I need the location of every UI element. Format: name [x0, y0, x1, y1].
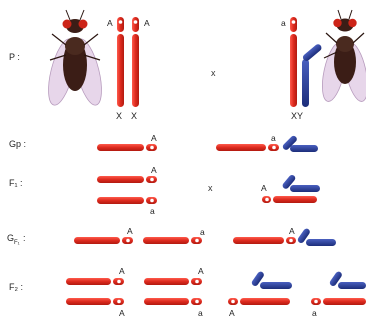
- fruit-fly-male-icon: [318, 10, 366, 103]
- allele-label: a: [198, 308, 203, 318]
- allele-label: a: [281, 18, 286, 28]
- allele-label: A: [151, 165, 157, 175]
- sex-chromosome-label: X: [131, 111, 137, 121]
- row-label-f2: F₂ :: [9, 282, 23, 292]
- allele-label: A: [119, 308, 125, 318]
- f2-genotype-3: [228, 270, 292, 305]
- sex-chromosome-label: XY: [291, 111, 303, 121]
- allele-label: A: [107, 18, 113, 28]
- allele-label: A: [289, 226, 295, 236]
- svg-text:G: G: [7, 233, 14, 243]
- p-male-y-chromosome: [302, 43, 323, 107]
- gp-male-gamete-y-chromosome: [282, 135, 318, 152]
- allele-label: A: [119, 266, 125, 276]
- allele-label: a: [271, 133, 276, 143]
- f1-female-chromosome-2: [97, 197, 157, 204]
- p-female-chromosome-1: [117, 17, 124, 107]
- cross-symbol-f1: x: [208, 183, 213, 193]
- row-label-p: P :: [9, 52, 20, 62]
- f2-genotype-2: [144, 278, 202, 305]
- svg-text:F₁: F₁: [14, 240, 20, 246]
- fruit-fly-female-icon: [43, 10, 107, 108]
- row-label-f1: F₁ :: [9, 178, 23, 188]
- cross-symbol-p: x: [211, 68, 216, 78]
- allele-label: A: [144, 18, 150, 28]
- p-female-chromosome-2: [132, 17, 139, 107]
- f2-genotype-1: [66, 278, 124, 305]
- gf1-gamete-y-chromosome: [297, 227, 336, 246]
- row-label-gp: Gp :: [9, 139, 26, 149]
- f1-female-chromosome-1: [97, 176, 157, 183]
- svg-text::: :: [23, 233, 26, 243]
- f1-male-x-chromosome: [262, 196, 317, 203]
- f2-genotype-4: [311, 270, 366, 305]
- row-label-gf1: G F₁ :: [7, 233, 26, 246]
- p-male-x-chromosome: [290, 17, 297, 107]
- gf1-gamete-chromosome-3: [233, 237, 296, 244]
- allele-label: a: [200, 227, 205, 237]
- gp-male-gamete-x-chromosome: [216, 144, 279, 151]
- allele-label: A: [198, 266, 204, 276]
- allele-label: a: [150, 206, 155, 216]
- allele-label: A: [261, 183, 267, 193]
- allele-label: A: [127, 226, 133, 236]
- allele-label: a: [312, 308, 317, 318]
- gf1-gamete-chromosome-1: [74, 237, 133, 244]
- allele-label: A: [151, 133, 157, 143]
- f1-male-y-chromosome: [281, 174, 320, 192]
- sex-chromosome-label: X: [116, 111, 122, 121]
- gp-female-gamete-chromosome: [97, 144, 157, 151]
- gf1-gamete-chromosome-2: [143, 237, 202, 244]
- allele-label: A: [229, 308, 235, 318]
